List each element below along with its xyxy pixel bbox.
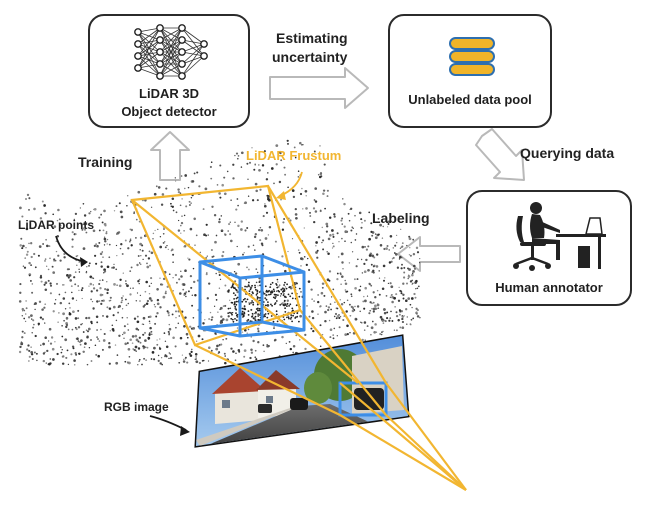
querying-label: Querying data — [520, 145, 615, 161]
estimating-label-line2: uncertainty — [272, 49, 348, 65]
training-label: Training — [78, 154, 133, 170]
training-arrow — [150, 131, 190, 181]
detector-box: LiDAR 3D Object detector — [88, 14, 250, 128]
estimating-label-line1: Estimating — [276, 30, 348, 46]
querying-arrow — [475, 128, 525, 181]
3d-bounding-box — [198, 254, 306, 338]
image-bbox — [338, 381, 388, 417]
pool-label: Unlabeled data pool — [408, 92, 532, 107]
detector-label-line1: LiDAR 3D — [139, 86, 199, 101]
rgb-image — [194, 334, 410, 448]
lidar-points-label: LiDAR points — [18, 218, 94, 232]
labeling-arrow — [397, 236, 461, 272]
pool-box: Unlabeled data pool — [388, 14, 552, 128]
estimating-arrow — [269, 67, 369, 109]
neural-network-icon — [134, 24, 208, 80]
person-at-desk-icon — [513, 202, 606, 271]
lidar-frustum — [130, 184, 467, 491]
lidar-point-cloud — [18, 139, 421, 366]
database-icon — [449, 37, 495, 76]
rgb-image-pointer — [149, 415, 187, 431]
annotator-box: Human annotator — [466, 190, 632, 306]
annotator-label: Human annotator — [495, 280, 603, 295]
frustum-label: LiDAR Frustum — [246, 148, 342, 163]
labeling-label: Labeling — [372, 210, 430, 226]
detector-label-line2: Object detector — [121, 104, 217, 119]
rgb-image-label: RGB image — [104, 400, 169, 414]
